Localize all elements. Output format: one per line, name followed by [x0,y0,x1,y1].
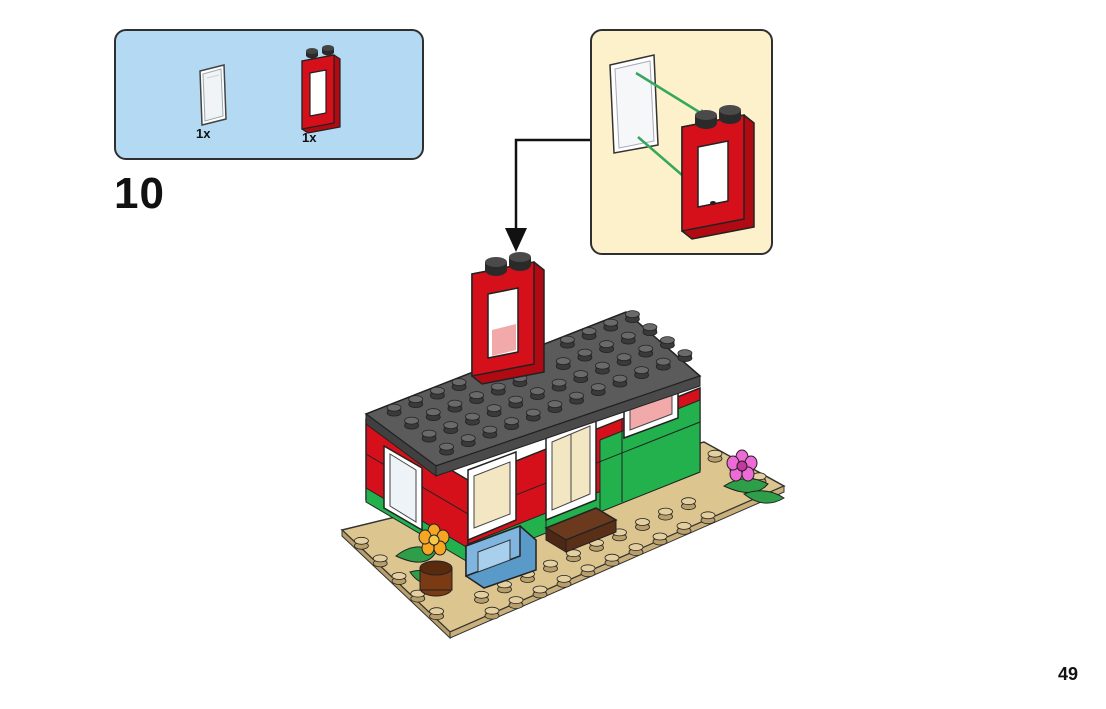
part-window-frame-quantity: 1x [302,130,317,145]
part-glass-pane [194,61,234,131]
roof-studs [386,310,693,456]
blue-sofa [465,524,537,589]
callout-arrow-icon [505,138,590,252]
baseplate-studs [353,449,767,621]
red-window-frame-icon [301,45,341,134]
part-glass-pane-quantity: 1x [196,126,211,141]
page-number: 49 [1057,664,1078,684]
part-window-frame [296,43,346,135]
glass-pane-icon [199,64,227,126]
brown-bench [544,507,618,553]
sub-assembly-panel [590,29,773,255]
placed-window-frame [471,252,545,385]
parts-list-panel: 1x 1x [114,29,424,160]
orange-flower-icon [395,523,453,597]
sub-assembly-illustration [609,54,755,240]
pink-flower-icon [722,449,785,504]
step-number: 10 [114,169,165,218]
